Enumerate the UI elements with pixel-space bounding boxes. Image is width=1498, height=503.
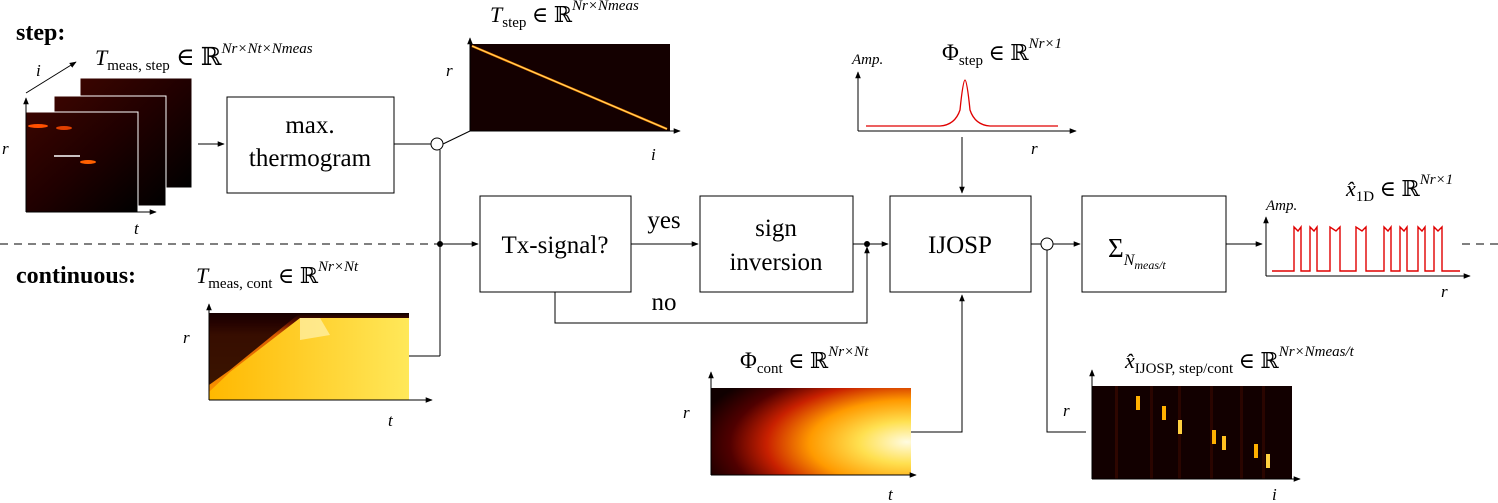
- output-switch-node: [1040, 237, 1054, 251]
- x-ijosp-label: x̂IJOSP, step/cont ∈ ℝNr×Nmeas/t: [1124, 344, 1355, 377]
- sum-block: [1081, 195, 1227, 293]
- thermogram-stack: [25, 77, 193, 213]
- phi-cont-image: [711, 388, 911, 475]
- tx-signal-block: [479, 195, 632, 293]
- phi-cont-t-label: t: [888, 485, 894, 503]
- sum-label: ΣNmeas/t: [1108, 233, 1166, 272]
- ijosp-label: IJOSP: [928, 232, 992, 259]
- max-thermogram-line1: max.: [285, 112, 334, 139]
- x1d-label: x̂1D ∈ ℝNr×1: [1345, 172, 1453, 205]
- t-step-r-label: r: [446, 61, 453, 80]
- max-thermogram-line2: thermogram: [249, 145, 372, 172]
- phi-step-r-label: r: [1031, 139, 1038, 158]
- switch-to-tstep-line: [442, 130, 471, 145]
- yes-label: yes: [647, 207, 680, 234]
- phi-step-label: Φstep ∈ ℝNr×1: [942, 36, 1062, 69]
- phi-cont-r-label: r: [683, 403, 690, 422]
- ijosp-to-image-path: [1046, 250, 1086, 433]
- phi-cont-to-ijosp: [911, 294, 965, 433]
- t-step-label: Tstep ∈ ℝNr×Nmeas: [490, 0, 639, 31]
- t-meas-cont-label: Tmeas, cont ∈ ℝNr×Nt: [196, 259, 359, 292]
- t-meas-cont-image: [209, 313, 409, 400]
- t-meas-step-label: Tmeas, step ∈ ℝNr×Nt×Nmeas: [95, 41, 313, 74]
- tx-signal-label: Tx-signal?: [502, 232, 609, 259]
- phi-step-curve: [866, 79, 1058, 127]
- x-ijosp-i-label: i: [1272, 485, 1277, 503]
- step-switch-node: [430, 137, 444, 151]
- phi-step-amp-label: Amp.: [851, 52, 883, 68]
- i-axis-arrow: [25, 61, 77, 94]
- no-junction: [864, 241, 870, 247]
- t-step-i-label: i: [651, 145, 656, 164]
- x-ijosp-image: [1092, 386, 1292, 479]
- stack-t-label: t: [134, 219, 140, 238]
- continuous-section-label: continuous:: [16, 263, 136, 289]
- sign-inversion-line2: inversion: [729, 249, 823, 276]
- no-branch-path: [554, 246, 870, 324]
- max-thermogram-block: [226, 96, 395, 194]
- cont-t-label: t: [388, 411, 394, 430]
- x1d-r-label: r: [1441, 282, 1448, 301]
- step-section-label: step:: [16, 20, 65, 46]
- sign-inversion-line1: sign: [755, 215, 797, 242]
- x1d-amp-label: Amp.: [1265, 198, 1297, 214]
- i-axis-label: i: [36, 61, 41, 80]
- phi-cont-label: Φcont ∈ ℝNr×Nt: [740, 344, 869, 377]
- sign-inversion-block: [699, 195, 854, 293]
- no-label: no: [652, 289, 677, 316]
- cont-r-label: r: [183, 328, 190, 347]
- stack-r-label: r: [2, 139, 9, 158]
- x-ijosp-r-label: r: [1063, 401, 1070, 420]
- x1d-curve: [1272, 224, 1460, 272]
- ijosp-block: [889, 195, 1032, 293]
